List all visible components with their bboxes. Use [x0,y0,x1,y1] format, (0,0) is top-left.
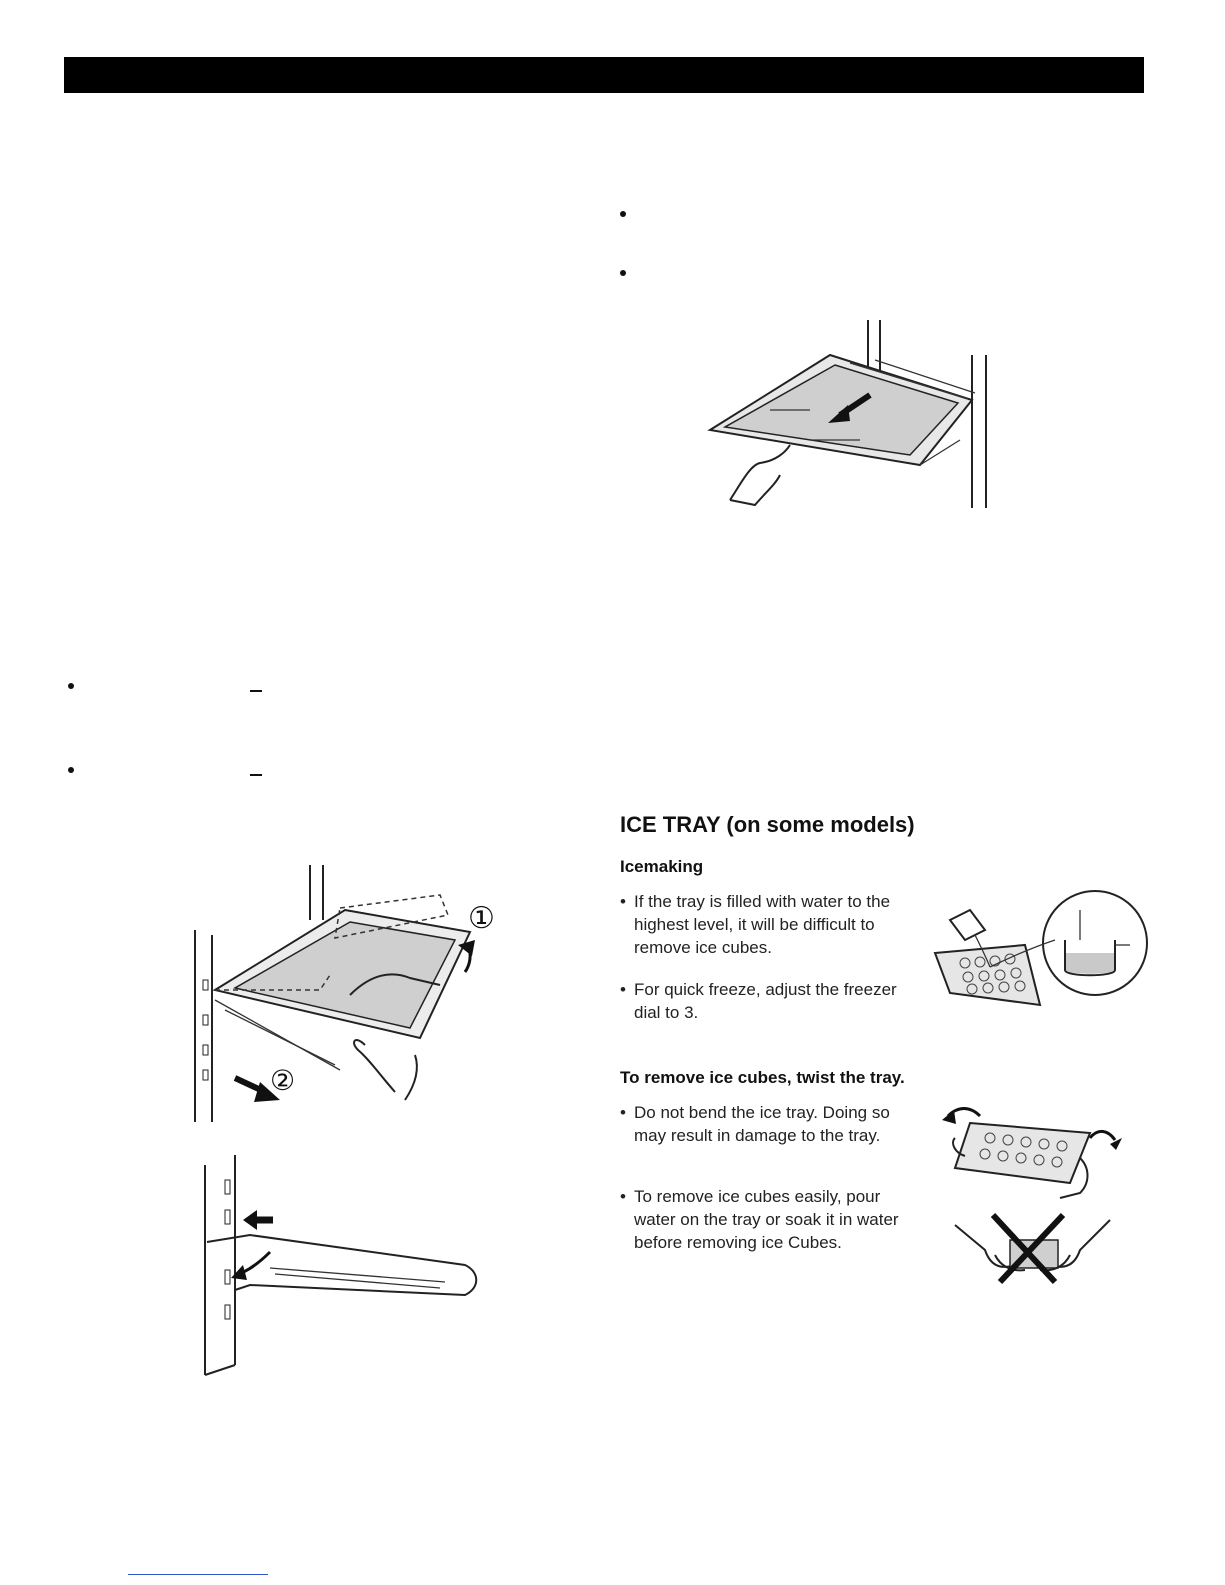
bullet-marker [620,211,626,217]
remove-ice-item-text: Do not bend the ice tray. Doing so may r… [634,1103,890,1145]
step-two-marker: ② [270,1064,295,1097]
shelf-removal-illustration: ① ② [194,865,495,1122]
remove-ice-item: • Do not bend the ice tray. Doing so may… [620,1101,920,1147]
remove-ice-heading: To remove ice cubes, twist the tray. [620,1068,905,1087]
icemaking-item: • For quick freeze, adjust the freezer d… [620,978,905,1024]
remove-ice-item-text: To remove ice cubes easily, pour water o… [634,1187,899,1252]
ice-tray-twist-illustration [942,1107,1122,1199]
step-one-marker: ① [468,901,495,936]
icemaking-item-text: If the tray is filled with water to the … [634,892,891,957]
dash-marker [250,690,262,692]
bullet-marker [68,683,74,689]
icemaking-item-text: For quick freeze, adjust the freezer dia… [634,980,897,1022]
bullet-glyph: • [620,1103,626,1122]
bullet-glyph: • [620,892,626,911]
footer-link-underline[interactable] [128,1574,268,1575]
ice-tray-dont-illustration [954,1212,1111,1285]
remove-ice-item: • To remove ice cubes easily, pour water… [620,1185,920,1254]
dash-marker [250,774,262,776]
bullet-glyph: • [620,980,626,999]
bullet-marker [68,767,74,773]
bullet-glyph: • [620,1187,626,1206]
shelf-bracket-illustration [204,1155,478,1376]
header-bar [64,57,1144,93]
bullet-marker [620,270,626,276]
shelf-slide-out-illustration [707,320,987,508]
icemaking-item: • If the tray is filled with water to th… [620,890,905,959]
ice-tray-filling-illustration [933,890,1148,1007]
ice-tray-title: ICE TRAY (on some models) [620,812,915,837]
icemaking-heading: Icemaking [620,857,704,876]
